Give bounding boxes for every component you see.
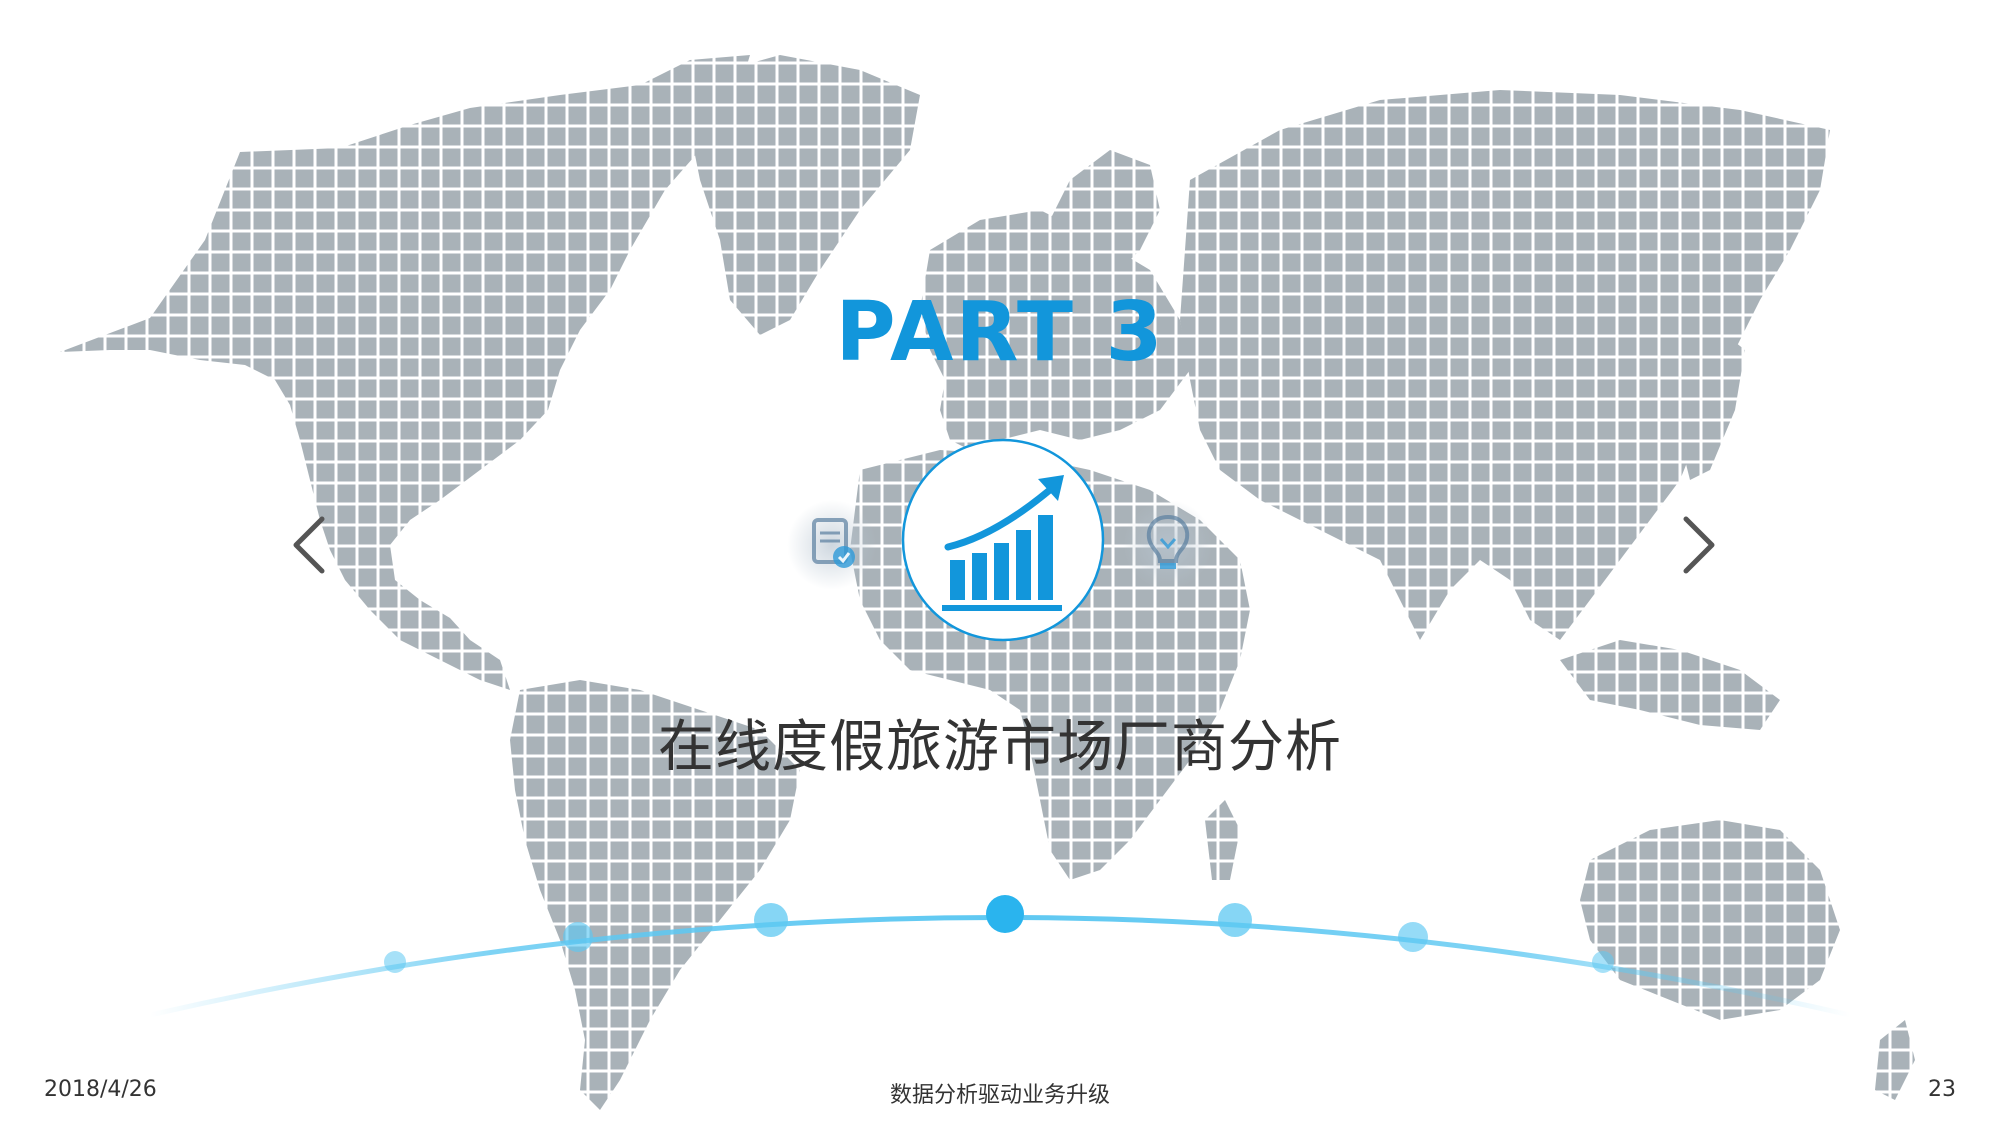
south-america xyxy=(510,680,800,1110)
madagascar xyxy=(1205,800,1240,880)
australia xyxy=(1580,820,1840,1020)
timeline-dot-active[interactable] xyxy=(986,895,1024,933)
growth-chart-icon[interactable] xyxy=(898,435,1108,645)
timeline-dot[interactable] xyxy=(754,903,788,937)
chevron-left-icon[interactable] xyxy=(280,505,340,585)
southeast-asia xyxy=(1560,640,1780,730)
footer-date: 2018/4/26 xyxy=(44,1077,157,1102)
timeline-dot[interactable] xyxy=(1218,903,1252,937)
timeline-dot[interactable] xyxy=(563,922,593,952)
continents xyxy=(60,55,1915,1110)
timeline-dot[interactable] xyxy=(384,951,406,973)
timeline xyxy=(149,895,1851,1018)
north-america xyxy=(60,55,750,690)
part-heading: PART 3 xyxy=(835,285,1165,380)
timeline-dot[interactable] xyxy=(1398,922,1428,952)
europe xyxy=(920,210,1190,450)
asia xyxy=(1180,90,1830,640)
greenland xyxy=(690,55,920,335)
section-subtitle: 在线度假旅游市场厂商分析 xyxy=(658,715,1342,780)
document-check-icon[interactable] xyxy=(782,495,882,595)
new-zealand xyxy=(1875,1020,1915,1100)
japan xyxy=(1680,330,1745,480)
scandinavia xyxy=(1040,150,1160,290)
lightbulb-icon[interactable] xyxy=(1118,495,1218,595)
page-number: 23 xyxy=(1928,1077,1956,1102)
timeline-dot[interactable] xyxy=(1592,951,1614,973)
chevron-right-icon[interactable] xyxy=(1668,505,1728,585)
footer-title: 数据分析驱动业务升级 xyxy=(889,1083,1110,1108)
